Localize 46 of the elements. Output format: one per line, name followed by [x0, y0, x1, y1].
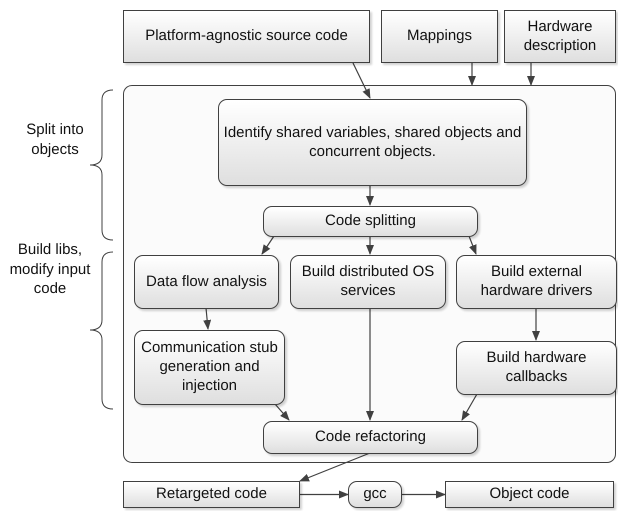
arrow: [461, 394, 478, 421]
process-box: [504, 10, 616, 63]
arrow: [299, 452, 370, 482]
process-box: [134, 255, 279, 309]
node-label: Identify shared variables, shared objects and concurrent objects.: [223, 124, 522, 162]
node-label: Data flow analysis: [146, 272, 267, 292]
process-box: [263, 206, 478, 237]
arrow: [468, 63, 476, 86]
node-label: Hardware description: [522, 18, 598, 56]
node-label: Platform-agnostic source code: [145, 27, 348, 46]
process-box: [381, 10, 498, 63]
process-box: [263, 421, 478, 454]
bracket-label: Split into objects: [25, 120, 85, 159]
arrow: [203, 308, 212, 330]
arrow: [468, 236, 477, 255]
process-box: [123, 481, 300, 508]
node-label: Mappings: [406, 27, 472, 46]
bracket-label: Build libs, modify input code: [8, 240, 92, 298]
arrow: [527, 63, 535, 86]
arrow: [366, 236, 374, 255]
arrow: [532, 308, 540, 341]
arrow: [261, 236, 274, 255]
node-label: Retargeted code: [156, 485, 267, 504]
node-label: Communication stub generation and injection: [140, 339, 279, 396]
group-panel: [123, 85, 616, 463]
process-box: [218, 99, 527, 186]
arrow: [274, 404, 290, 421]
node-label: Code splitting: [325, 212, 416, 231]
node-label: Build external hardware drivers: [480, 263, 594, 301]
arrow: [366, 308, 374, 421]
node-label: Object code: [489, 485, 570, 504]
node-label: Build hardware callbacks: [485, 349, 588, 387]
process-box: [290, 255, 446, 309]
process-box: [456, 341, 617, 395]
arrow: [402, 490, 446, 498]
node-label: Code refactoring: [315, 428, 426, 447]
process-box: [134, 330, 285, 405]
arrow: [300, 490, 349, 498]
process-box: [456, 255, 617, 309]
node-label: Build distributed OS services: [300, 263, 436, 301]
arrow: [366, 185, 374, 206]
arrow: [352, 62, 371, 99]
process-box: [348, 481, 402, 508]
process-box: [445, 481, 614, 508]
node-label: gcc: [363, 485, 387, 504]
process-box: [123, 10, 370, 63]
